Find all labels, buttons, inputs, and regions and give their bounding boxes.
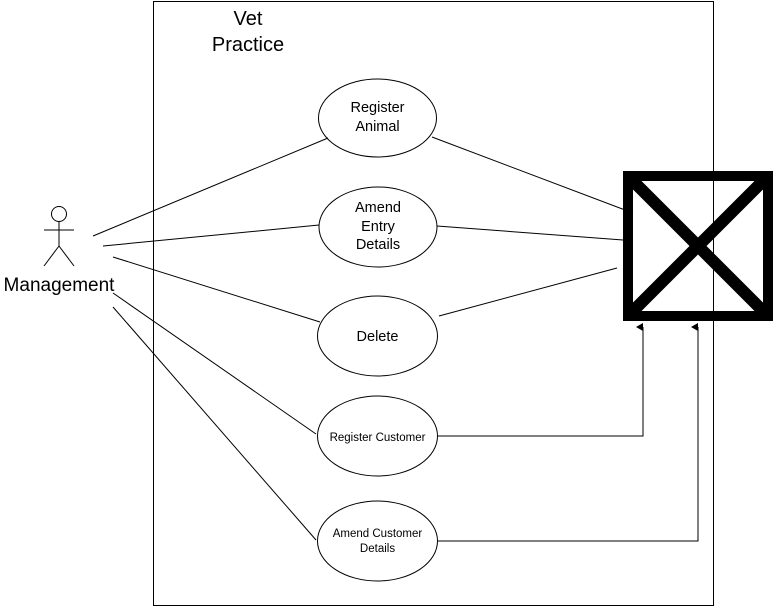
crossed-box-placeholder-icon [623,171,773,321]
association-amend-entry-details [102,224,320,247]
arrow-register-customer-to-system [438,323,644,437]
system-title-line2: Practice [212,34,284,56]
link-register-animal-to-system [431,136,634,214]
use-case-register-animal[interactable] [318,78,437,158]
actor-label: Management [4,275,116,296]
use-case-amend-customer-details-line1: Amend Customer [333,528,423,540]
link-amend-entry-to-system [436,225,624,241]
use-case-amend-entry-details-line3: Details [356,237,400,253]
use-case-register-animal-line2: Animal [355,119,399,135]
use-case-register-animal-line1: Register [351,100,405,116]
association-amend-customer-details [112,306,317,541]
use-case-amend-customer-details[interactable] [317,500,438,582]
actor-associations [92,137,329,541]
use-case-delete-label: Delete [357,329,399,345]
use-case-register-customer-label: Register Customer [330,432,426,444]
link-delete-to-system [438,267,618,317]
use-case-register-customer[interactable] [317,395,438,477]
use-case-delete[interactable] [317,295,438,377]
association-register-customer [112,292,317,435]
use-case-amend-entry-details[interactable] [318,186,438,268]
arrow-amend-customer-to-system [438,323,699,542]
system-associations [431,136,634,317]
use-case-amend-entry-details-line2: Entry [361,219,396,235]
association-delete [112,256,321,323]
use-case-amend-customer-details-line2: Details [360,543,395,555]
system-title-line1: Vet [234,8,263,30]
use-case-amend-entry-details-line1: Amend [355,200,401,216]
association-register-animal [92,137,329,237]
system-boundary [153,1,714,606]
actor-figure-icon [43,206,75,267]
